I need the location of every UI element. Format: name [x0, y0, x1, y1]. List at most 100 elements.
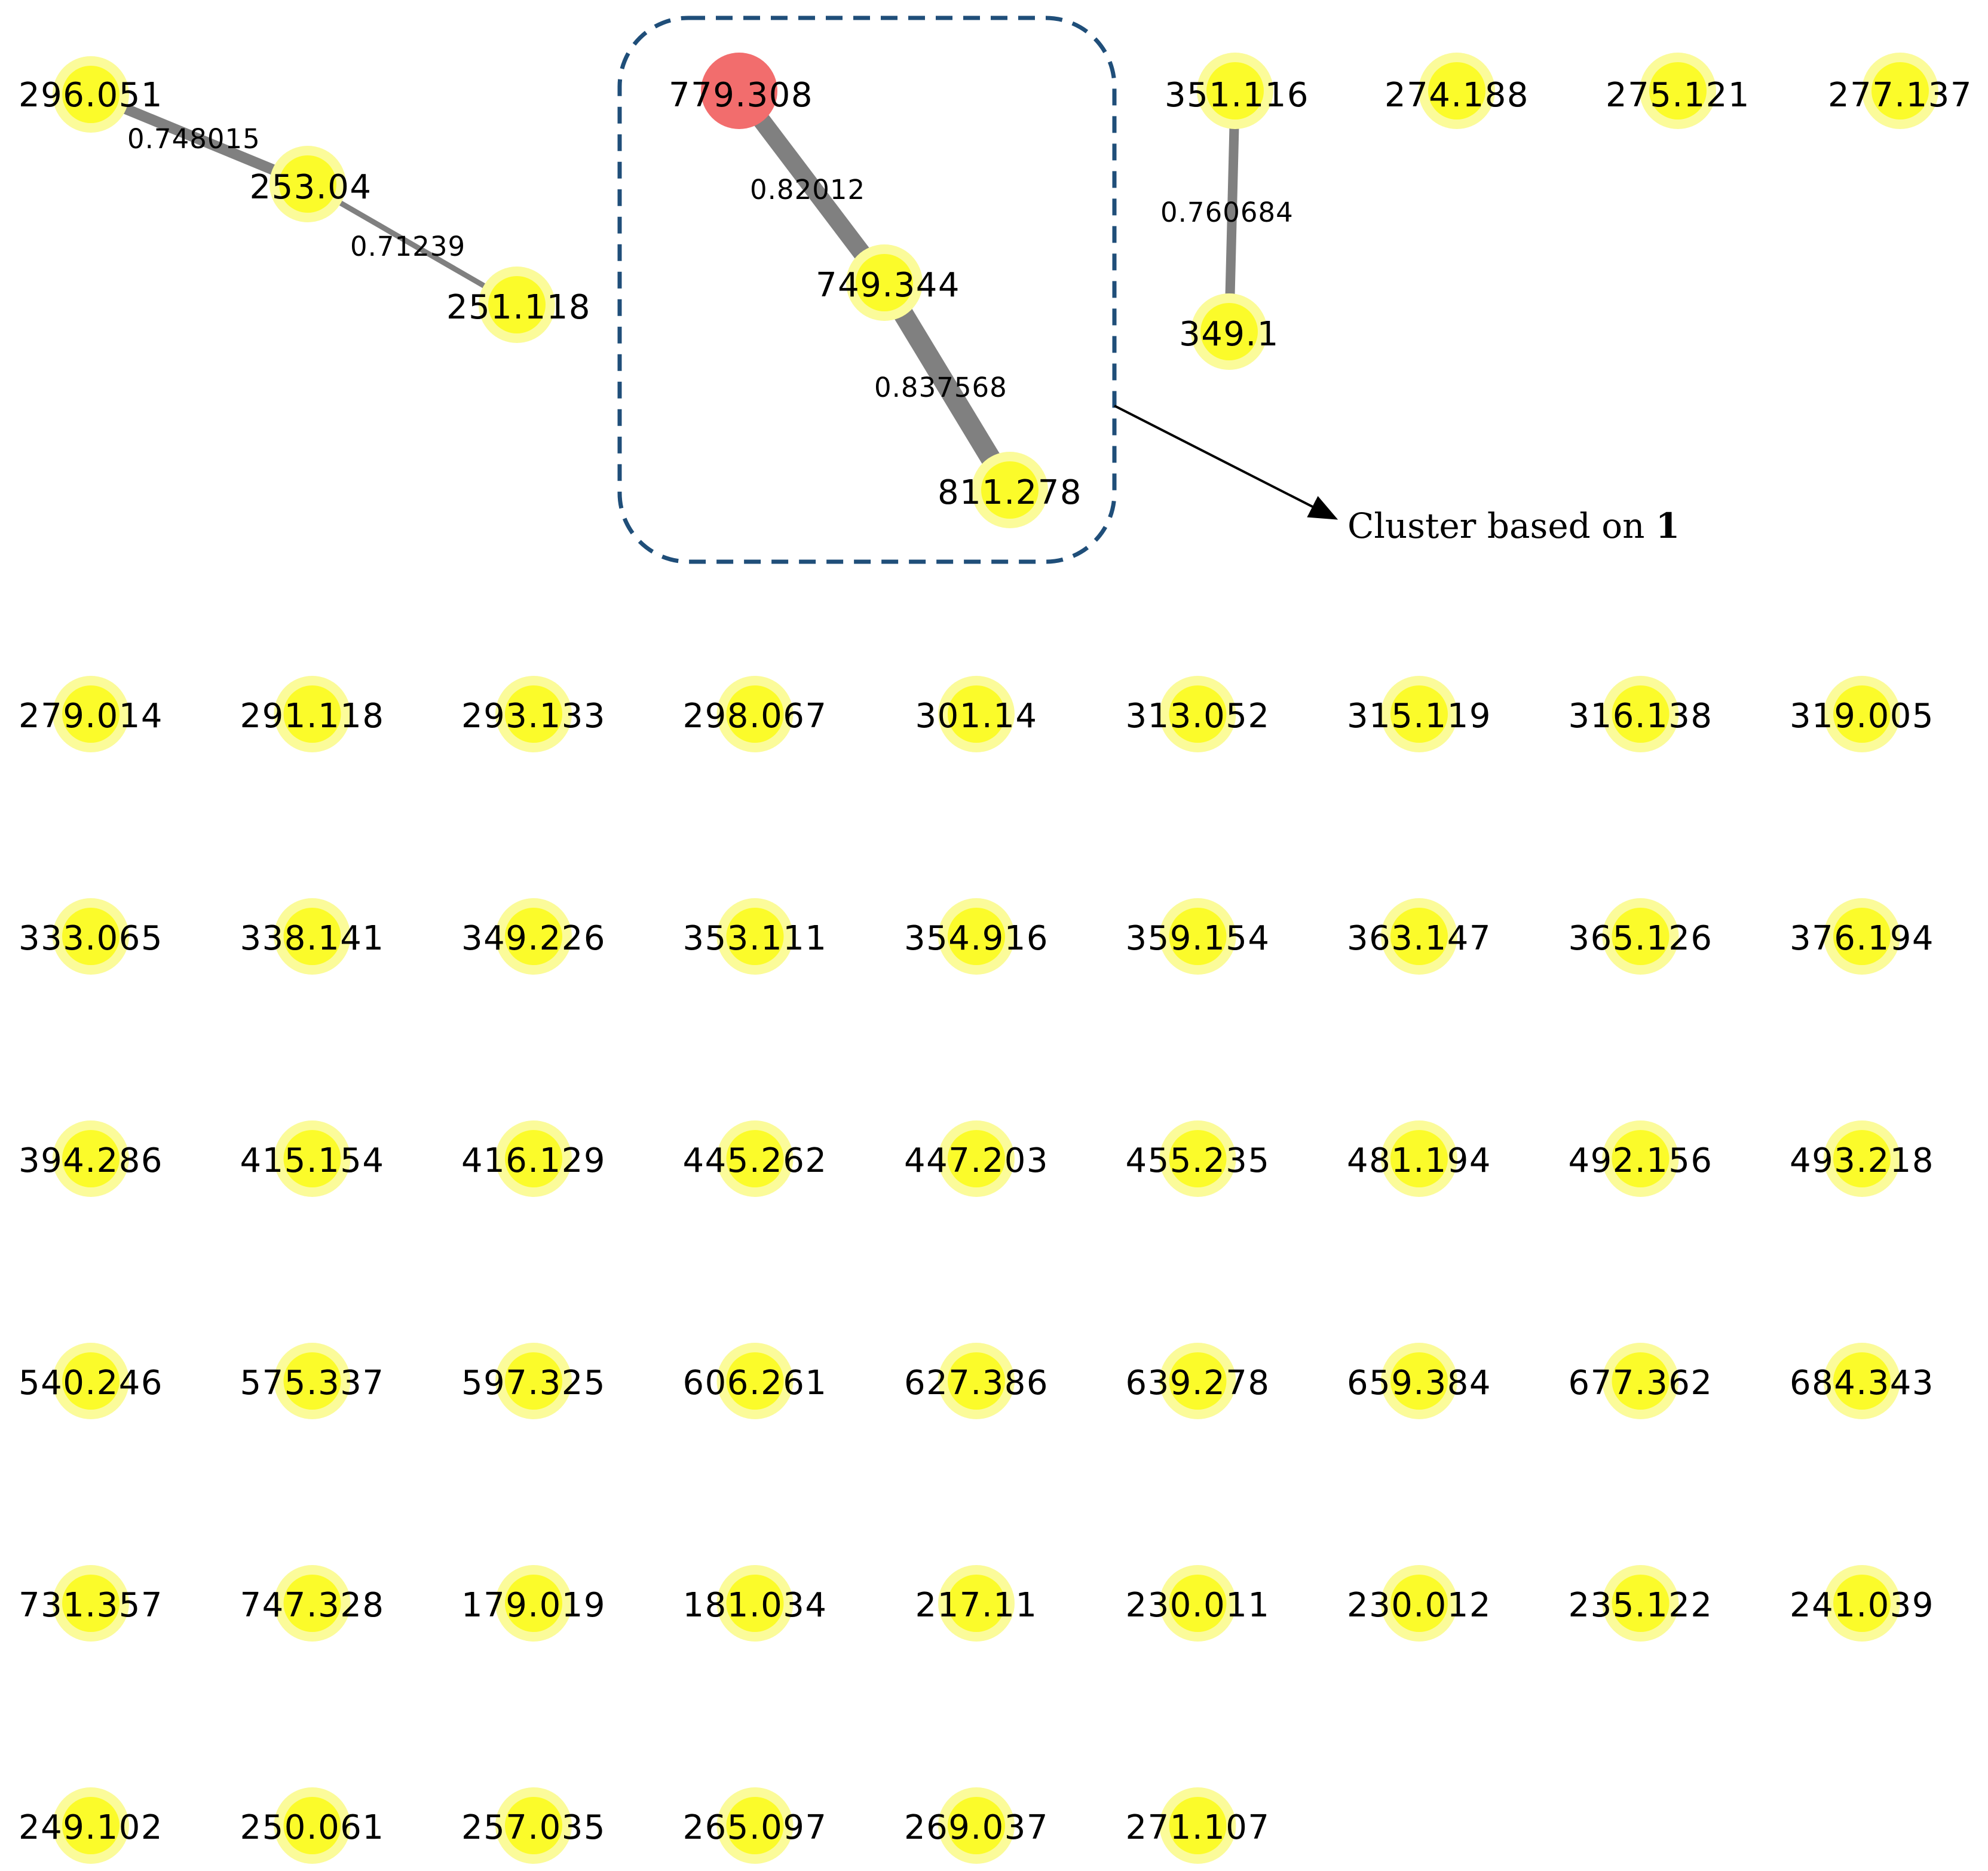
grid-node[interactable]: 359.154 [1125, 898, 1270, 975]
node-274[interactable]: 274.188 [1384, 53, 1529, 129]
grid-node-label: 316.138 [1568, 697, 1713, 736]
grid-node[interactable]: 250.061 [240, 1787, 384, 1864]
grid-node[interactable]: 249.102 [19, 1787, 163, 1864]
grid-node[interactable]: 271.107 [1125, 1787, 1270, 1864]
grid-node[interactable]: 493.218 [1790, 1120, 1934, 1197]
grid-node[interactable]: 313.052 [1125, 676, 1270, 752]
node-811[interactable]: 811.278 [938, 452, 1082, 528]
grid-node-label: 333.065 [19, 919, 163, 958]
edges [88, 85, 1240, 495]
grid-node[interactable]: 365.126 [1568, 898, 1713, 975]
grid-node[interactable]: 269.037 [904, 1787, 1049, 1864]
grid-node[interactable]: 455.235 [1125, 1120, 1270, 1197]
grid-node[interactable]: 257.035 [461, 1787, 606, 1864]
grid-node-label: 269.037 [904, 1808, 1049, 1847]
grid-node[interactable]: 677.362 [1568, 1343, 1713, 1419]
grid-node[interactable]: 415.154 [240, 1120, 384, 1197]
edge-label-296-253: 0.748015 [127, 123, 261, 155]
grid-node[interactable]: 363.147 [1347, 898, 1491, 975]
grid-node[interactable]: 731.357 [19, 1565, 163, 1642]
grid-node[interactable]: 416.129 [461, 1120, 606, 1197]
grid-node-label: 353.111 [682, 919, 827, 958]
grid-node[interactable]: 597.325 [461, 1343, 606, 1419]
grid-node[interactable]: 445.262 [682, 1120, 827, 1197]
node-253[interactable]: 253.04 [250, 146, 372, 222]
grid-node-label: 235.122 [1568, 1586, 1713, 1625]
edge-labels: 0.748015 0.71239 0.82012 0.837568 0.7606… [127, 123, 1293, 403]
grid-node-label: 639.278 [1125, 1364, 1270, 1403]
node-core [505, 685, 562, 743]
node-core [1169, 908, 1227, 965]
grid-node[interactable]: 241.039 [1790, 1565, 1934, 1642]
grid-node-label: 298.067 [682, 697, 827, 736]
grid-node-label: 659.384 [1347, 1364, 1491, 1403]
grid-node[interactable]: 394.286 [19, 1120, 163, 1197]
grid-node-label: 249.102 [19, 1808, 163, 1847]
grid-node[interactable]: 291.118 [240, 676, 384, 752]
grid-node[interactable]: 575.337 [240, 1343, 384, 1419]
edge-label-779-749: 0.82012 [750, 174, 865, 206]
grid-node-label: 279.014 [19, 697, 163, 736]
grid-node[interactable]: 492.156 [1568, 1120, 1713, 1197]
grid-node[interactable]: 279.014 [19, 676, 163, 752]
grid-node[interactable]: 333.065 [19, 898, 163, 975]
node-277[interactable]: 277.137 [1828, 53, 1972, 129]
grid-node[interactable]: 481.194 [1347, 1120, 1491, 1197]
grid-node-label: 217.11 [915, 1586, 1038, 1625]
node-351[interactable]: 351.116 [1165, 53, 1309, 129]
grid-node[interactable]: 659.384 [1347, 1343, 1491, 1419]
grid-node[interactable]: 316.138 [1568, 676, 1713, 752]
grid-node-label: 359.154 [1125, 919, 1270, 958]
grid-node[interactable]: 606.261 [682, 1343, 827, 1419]
node-core [726, 685, 784, 743]
grid-node[interactable]: 230.012 [1347, 1565, 1491, 1642]
grid-node[interactable]: 540.246 [19, 1343, 163, 1419]
grid-node[interactable]: 179.019 [461, 1565, 606, 1642]
grid-node[interactable]: 315.119 [1347, 676, 1491, 752]
node-core [62, 1352, 120, 1410]
grid-node-label: 181.034 [682, 1586, 827, 1625]
grid-node[interactable]: 301.14 [915, 676, 1038, 752]
node-core [1833, 685, 1891, 743]
grid-node[interactable]: 217.11 [915, 1565, 1038, 1642]
grid-node[interactable]: 319.005 [1790, 676, 1934, 752]
node-core [62, 685, 120, 743]
grid-node-label: 315.119 [1347, 697, 1491, 736]
grid-node[interactable]: 349.226 [461, 898, 606, 975]
grid-node[interactable]: 181.034 [682, 1565, 827, 1642]
grid-node[interactable]: 376.194 [1790, 898, 1934, 975]
node-749[interactable]: 749.344 [816, 244, 960, 321]
connected-nodes: 296.051 253.04 251.118 779.308 749.344 8… [19, 53, 1972, 528]
node-core [701, 53, 777, 129]
edge-779-749 [732, 85, 892, 289]
grid-node[interactable]: 447.203 [904, 1120, 1049, 1197]
grid-node[interactable]: 265.097 [682, 1787, 827, 1864]
grid-node[interactable]: 627.386 [904, 1343, 1049, 1419]
grid-node[interactable]: 684.343 [1790, 1343, 1934, 1419]
grid-node-label: 575.337 [240, 1364, 384, 1403]
node-core [1169, 1130, 1227, 1187]
node-core [1200, 303, 1258, 360]
node-779-highlighted[interactable]: 779.308 [669, 53, 813, 129]
node-core [726, 1130, 784, 1187]
node-core [1206, 62, 1264, 120]
grid-node[interactable]: 293.133 [461, 676, 606, 752]
node-core [726, 1352, 784, 1410]
grid-node[interactable]: 235.122 [1568, 1565, 1713, 1642]
node-251[interactable]: 251.118 [446, 267, 591, 343]
grid-node[interactable]: 230.011 [1125, 1565, 1270, 1642]
grid-node[interactable]: 354.916 [904, 898, 1049, 975]
node-296[interactable]: 296.051 [19, 56, 163, 133]
grid-node-label: 415.154 [240, 1141, 384, 1180]
grid-node-label: 540.246 [19, 1364, 163, 1403]
edge-351-349 [1224, 90, 1240, 332]
grid-node-label: 597.325 [461, 1364, 606, 1403]
grid-node[interactable]: 353.111 [682, 898, 827, 975]
grid-node[interactable]: 747.328 [240, 1565, 384, 1642]
grid-node[interactable]: 338.141 [240, 898, 384, 975]
grid-node[interactable]: 298.067 [682, 676, 827, 752]
node-label-351: 351.116 [1165, 76, 1309, 115]
grid-node[interactable]: 639.278 [1125, 1343, 1270, 1419]
node-349[interactable]: 349.1 [1179, 293, 1279, 370]
node-275[interactable]: 275.121 [1606, 53, 1750, 129]
